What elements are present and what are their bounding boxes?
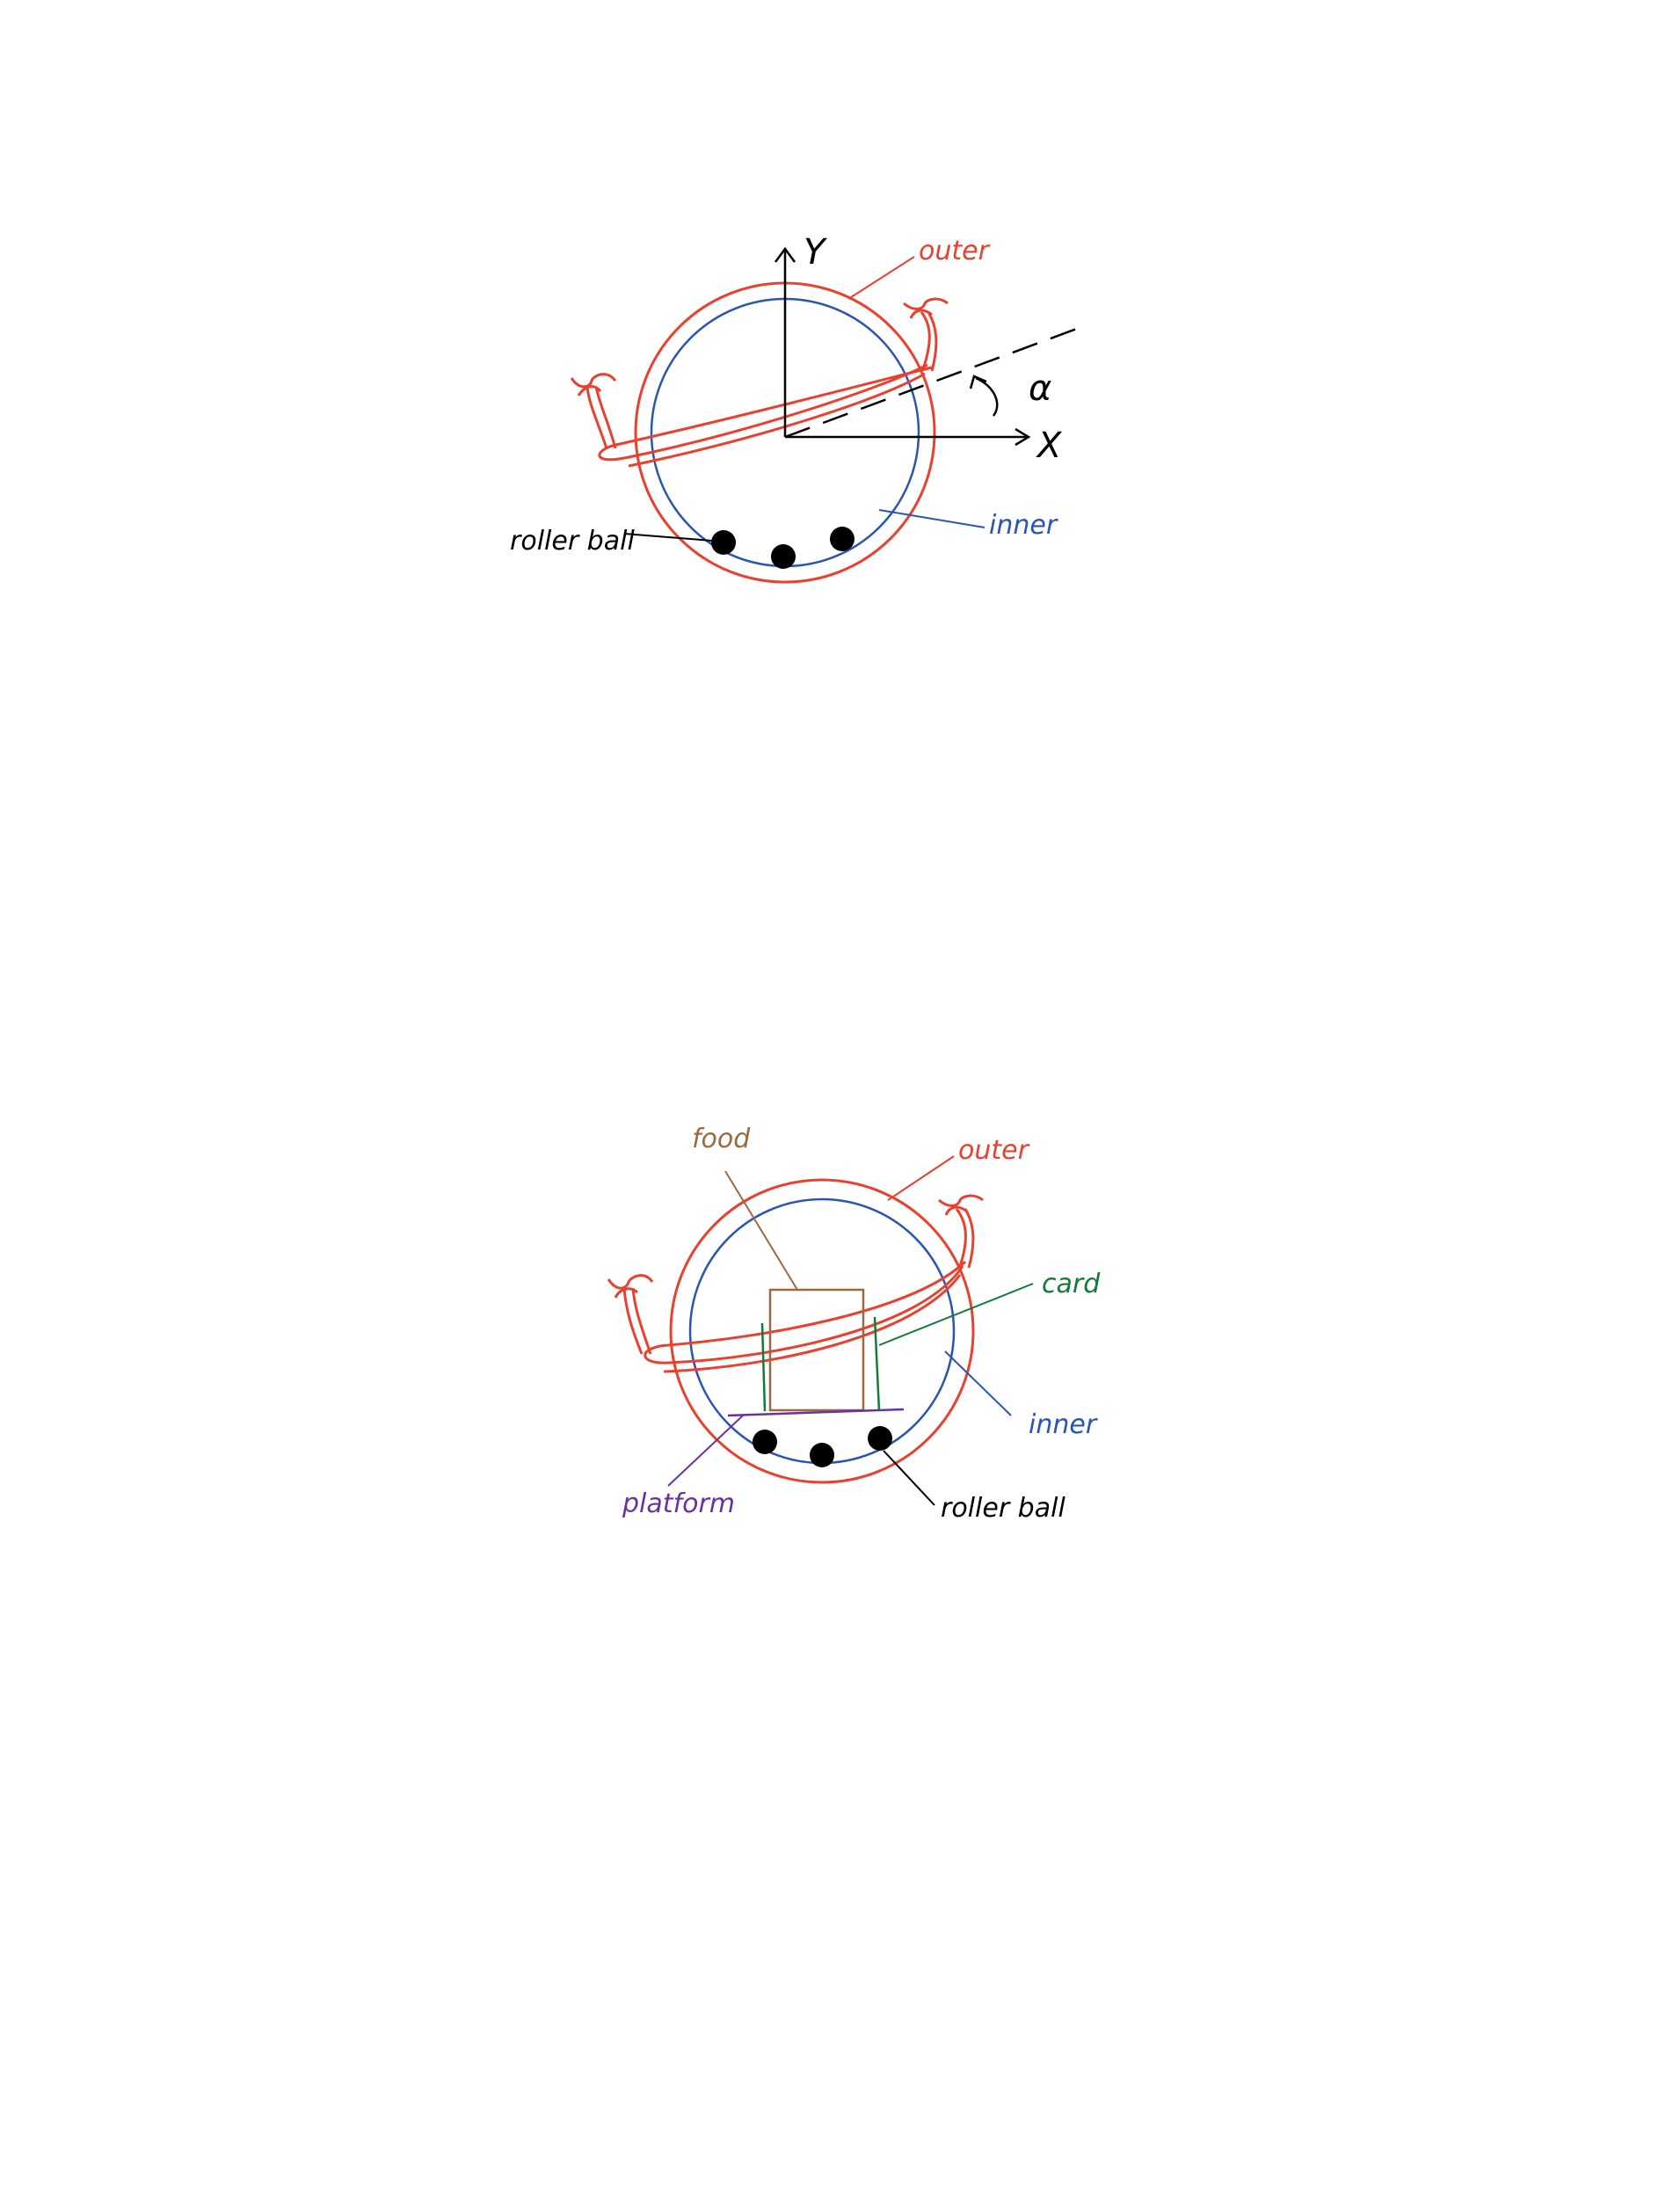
card-label: card [1042,1269,1101,1299]
roller-ball [753,1430,777,1454]
inner-leader [944,1350,1012,1416]
right-propeller [938,1194,984,1269]
y-axis-label: Y [804,232,828,273]
angle-dashed-line [784,325,1082,439]
left-propeller [607,1274,654,1355]
x-axis-label: X [1036,426,1063,466]
x-axis [785,427,1031,447]
outer-leader [847,256,915,300]
roller-leader [623,533,713,542]
roller-label: roller ball [941,1493,1065,1524]
diagram-top: Y X α outer inner roller ball [510,232,1082,584]
angle-arrow [969,375,999,417]
roller-ball [868,1426,892,1451]
outer-label: outer [958,1135,1030,1166]
roller-label: roller ball [510,526,635,557]
roller-ball [711,530,736,555]
outer-label: outer [919,236,991,266]
inner-label: inner [989,510,1058,541]
inner-label: inner [1029,1409,1098,1440]
platform-bar [727,1408,905,1417]
platform-leader [667,1415,744,1487]
card-plate-left [760,1322,767,1412]
food-box [768,1288,865,1412]
card-leader [878,1283,1034,1346]
food-leader [724,1170,798,1291]
angle-label: α [1029,368,1051,409]
wing-ring [598,363,933,468]
roller-ball [810,1443,834,1467]
roller-leader [883,1450,935,1506]
diagram-bottom: food card platform outer inner roller ba… [607,1124,1101,1524]
outer-sphere [669,1178,975,1484]
card-plate-right [873,1316,881,1412]
right-propeller [903,297,949,372]
left-propeller [570,373,617,449]
food-label: food [692,1124,751,1154]
outer-leader [887,1155,955,1201]
roller-ball [830,527,855,551]
y-axis [774,246,796,437]
roller-ball [771,544,796,569]
inner-leader [878,509,985,528]
platform-label: platform [622,1488,735,1519]
